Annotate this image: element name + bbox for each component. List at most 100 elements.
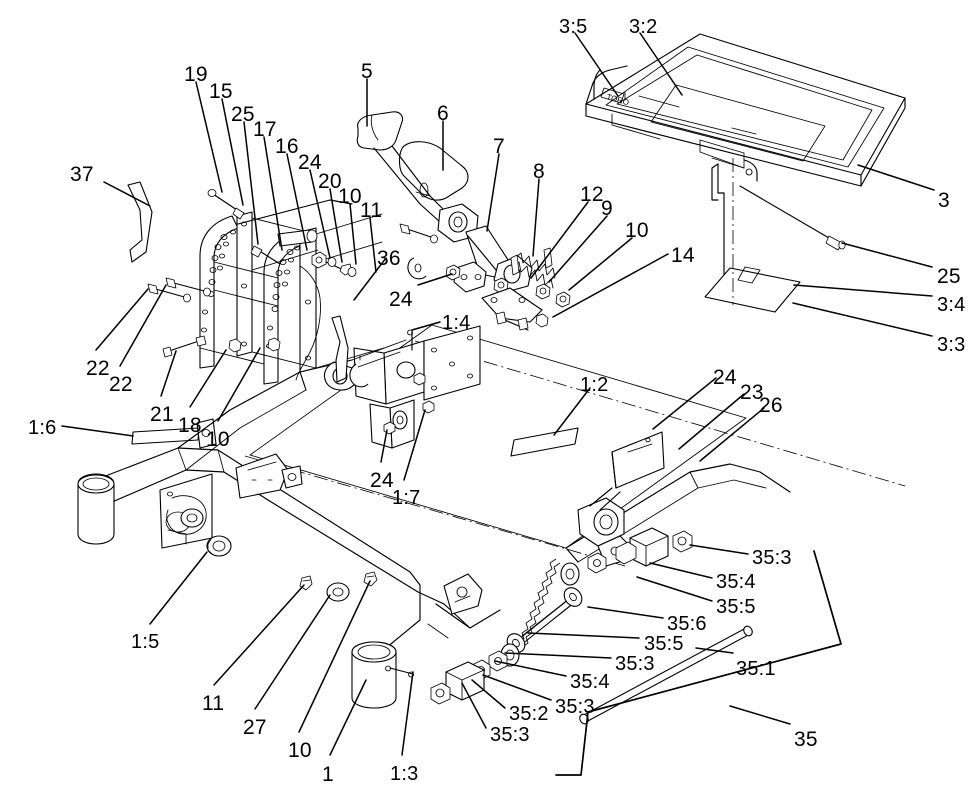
callout-9: 9 xyxy=(601,197,613,220)
callout-21: 21 xyxy=(150,403,174,426)
control-lever-assembly xyxy=(356,111,571,331)
callout-10: 10 xyxy=(288,739,312,762)
fastener-row-lower xyxy=(299,571,378,602)
callout-1: 1 xyxy=(322,763,334,786)
center-bracket-1-4 xyxy=(353,325,481,405)
leader-19 xyxy=(195,81,223,193)
leader-35-6 xyxy=(587,606,664,619)
callout-26: 26 xyxy=(759,394,783,417)
callout-37: 37 xyxy=(70,163,94,186)
callout-6: 6 xyxy=(437,102,449,125)
callout-11: 11 xyxy=(360,199,383,222)
fastener-group-center xyxy=(383,372,435,435)
leader-35-2 xyxy=(471,679,506,709)
callout-3-5: 3:5 xyxy=(559,16,588,38)
platform-assembly: TORO xyxy=(585,33,906,313)
callout-10: 10 xyxy=(338,185,362,208)
leader-24 xyxy=(309,169,331,259)
group-bracket-35 xyxy=(555,550,842,776)
callout-24: 24 xyxy=(370,469,394,492)
leader-3-3 xyxy=(792,302,933,337)
callout-23: 23 xyxy=(740,381,764,404)
callout-3-3: 3:3 xyxy=(937,334,966,356)
callout-3-4: 3:4 xyxy=(937,294,966,316)
leader-lines xyxy=(61,32,935,756)
callout-1-5: 1:5 xyxy=(131,631,160,653)
fastener-pair-lower-arch xyxy=(228,337,281,353)
pin-25 xyxy=(250,245,281,265)
callout-24: 24 xyxy=(713,366,737,389)
rod-fittings-upper xyxy=(560,527,693,586)
callout-24: 24 xyxy=(389,288,413,311)
fastener-cluster-link xyxy=(493,277,571,308)
callout-11: 11 xyxy=(202,692,225,715)
callout-17: 17 xyxy=(253,118,277,141)
callout-35-3: 35:3 xyxy=(615,653,655,675)
callout-24: 24 xyxy=(298,151,322,174)
leader-35-3 xyxy=(504,652,612,659)
leader-14 xyxy=(552,253,669,318)
callout-20: 20 xyxy=(318,170,342,193)
callout-15: 15 xyxy=(209,80,233,103)
leader-12 xyxy=(530,201,589,279)
bolt-22a xyxy=(147,283,191,303)
leader-7 xyxy=(486,153,500,232)
callout-8: 8 xyxy=(533,160,545,183)
callout-35-5: 35:5 xyxy=(644,633,684,655)
callout-35-1: 35:1 xyxy=(736,658,776,680)
leader-10 xyxy=(217,347,261,422)
leader-35-3 xyxy=(461,682,487,729)
callout-22: 22 xyxy=(86,357,110,380)
leader-3-5 xyxy=(574,32,619,97)
bolt-25 xyxy=(739,185,846,251)
leader-1 xyxy=(329,679,367,756)
spring-rod-assembly-35 xyxy=(430,527,753,725)
callout-35-6: 35:6 xyxy=(667,613,707,635)
bracket-1-7 xyxy=(369,399,415,449)
leader-24 xyxy=(417,273,453,286)
callout-35-4: 35:4 xyxy=(716,571,756,593)
leader-10 xyxy=(568,237,633,291)
leader-36 xyxy=(353,257,387,301)
arch-rivets-right xyxy=(266,245,300,349)
callout-18: 18 xyxy=(178,414,202,437)
callout-35-4: 35:4 xyxy=(570,671,610,693)
leader-10 xyxy=(349,203,357,265)
callout-10: 10 xyxy=(206,428,230,451)
leader-35-1 xyxy=(695,647,734,654)
leader-22 xyxy=(95,288,149,351)
long-rod-35-1 xyxy=(579,625,753,725)
leader-8 xyxy=(532,178,540,257)
leader-1-2 xyxy=(553,387,591,436)
fastener-cluster-upper xyxy=(311,251,357,277)
leader-17 xyxy=(263,136,283,251)
fender-frame-assembly xyxy=(127,181,385,385)
leader-26 xyxy=(699,407,765,462)
callout-1-7: 1:7 xyxy=(392,487,421,509)
leader-35 xyxy=(729,705,791,725)
callout-1-6: 1:6 xyxy=(28,417,57,439)
callout-35-3: 35:3 xyxy=(490,724,530,746)
leader-24 xyxy=(652,377,717,430)
leader-35-5 xyxy=(636,576,713,602)
leader-9 xyxy=(548,215,608,283)
leader-16 xyxy=(286,153,308,251)
callout-5: 5 xyxy=(361,60,373,83)
bolt-19 xyxy=(207,189,245,220)
callout-3-2: 3:2 xyxy=(629,16,658,38)
callout-1-4: 1:4 xyxy=(442,312,471,334)
leader-3 xyxy=(857,164,935,191)
callout-25: 25 xyxy=(937,265,961,288)
callout-27: 27 xyxy=(243,716,267,739)
leader-21 xyxy=(160,350,177,397)
callout-14: 14 xyxy=(671,244,695,267)
leader-23 xyxy=(678,393,745,450)
leader-1-3 xyxy=(401,671,414,756)
leader-35-3 xyxy=(482,674,552,701)
leader-20 xyxy=(329,188,343,263)
callout-35-3: 35:3 xyxy=(555,696,595,718)
callout-22: 22 xyxy=(109,373,133,396)
leader-35-4 xyxy=(649,562,713,579)
main-frame xyxy=(77,324,906,709)
